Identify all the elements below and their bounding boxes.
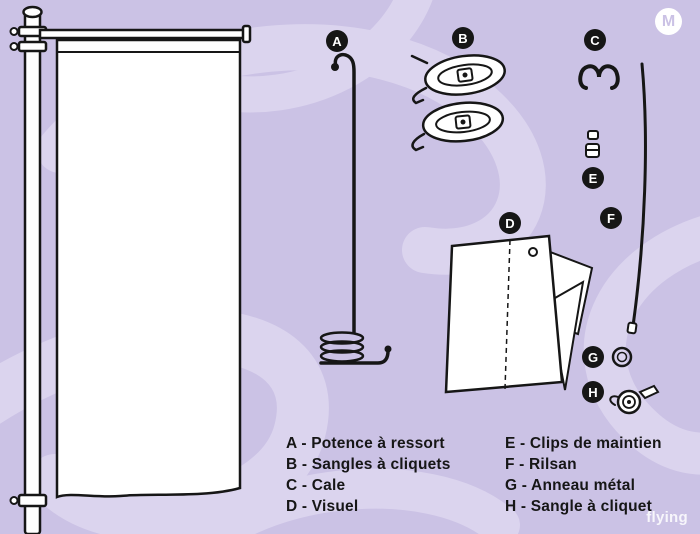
metal-ring-drawing — [611, 346, 633, 368]
watermark-text: flying — [646, 509, 688, 526]
badge-g: G — [582, 346, 604, 368]
legend-item-a: A - Potence à ressort — [286, 435, 445, 452]
badge-b: B — [452, 27, 474, 49]
legend-item-h: H - Sangle à cliquet — [505, 498, 652, 515]
legend-item-f: F - Rilsan — [505, 456, 577, 473]
badge-e: E — [582, 167, 604, 189]
spring-bracket-drawing — [319, 52, 392, 365]
retaining-clips-drawing — [585, 130, 600, 158]
legend-item-b: B - Sangles à cliquets — [286, 456, 451, 473]
badge-a: A — [326, 30, 348, 52]
badge-h: H — [582, 381, 604, 403]
legend-item-e: E - Clips de maintien — [505, 435, 662, 452]
brand-logo-letter: M — [661, 12, 676, 30]
ratchet-strap-small-drawing — [609, 384, 660, 415]
legend-column-right: E - Clips de maintien F - Rilsan G - Ann… — [505, 433, 662, 517]
rilsan-drawing — [626, 62, 647, 335]
wedge-clip-drawing — [578, 64, 620, 90]
legend-item-c: C - Cale — [286, 477, 346, 494]
folded-banner-drawing — [444, 234, 594, 394]
badge-c: C — [584, 29, 606, 51]
bracket-arm — [38, 28, 249, 40]
badge-f: F — [600, 207, 622, 229]
flagpole-banner-drawing — [9, 5, 252, 534]
legend-item-g: G - Anneau métal — [505, 477, 636, 494]
legend-item-d: D - Visuel — [286, 498, 359, 515]
brand-logo: M — [655, 8, 682, 35]
badge-d: D — [499, 212, 521, 234]
banner — [55, 38, 242, 499]
ratchet-straps-drawing — [410, 54, 506, 152]
legend-column-left: A - Potence à ressort B - Sangles à cliq… — [286, 433, 451, 517]
